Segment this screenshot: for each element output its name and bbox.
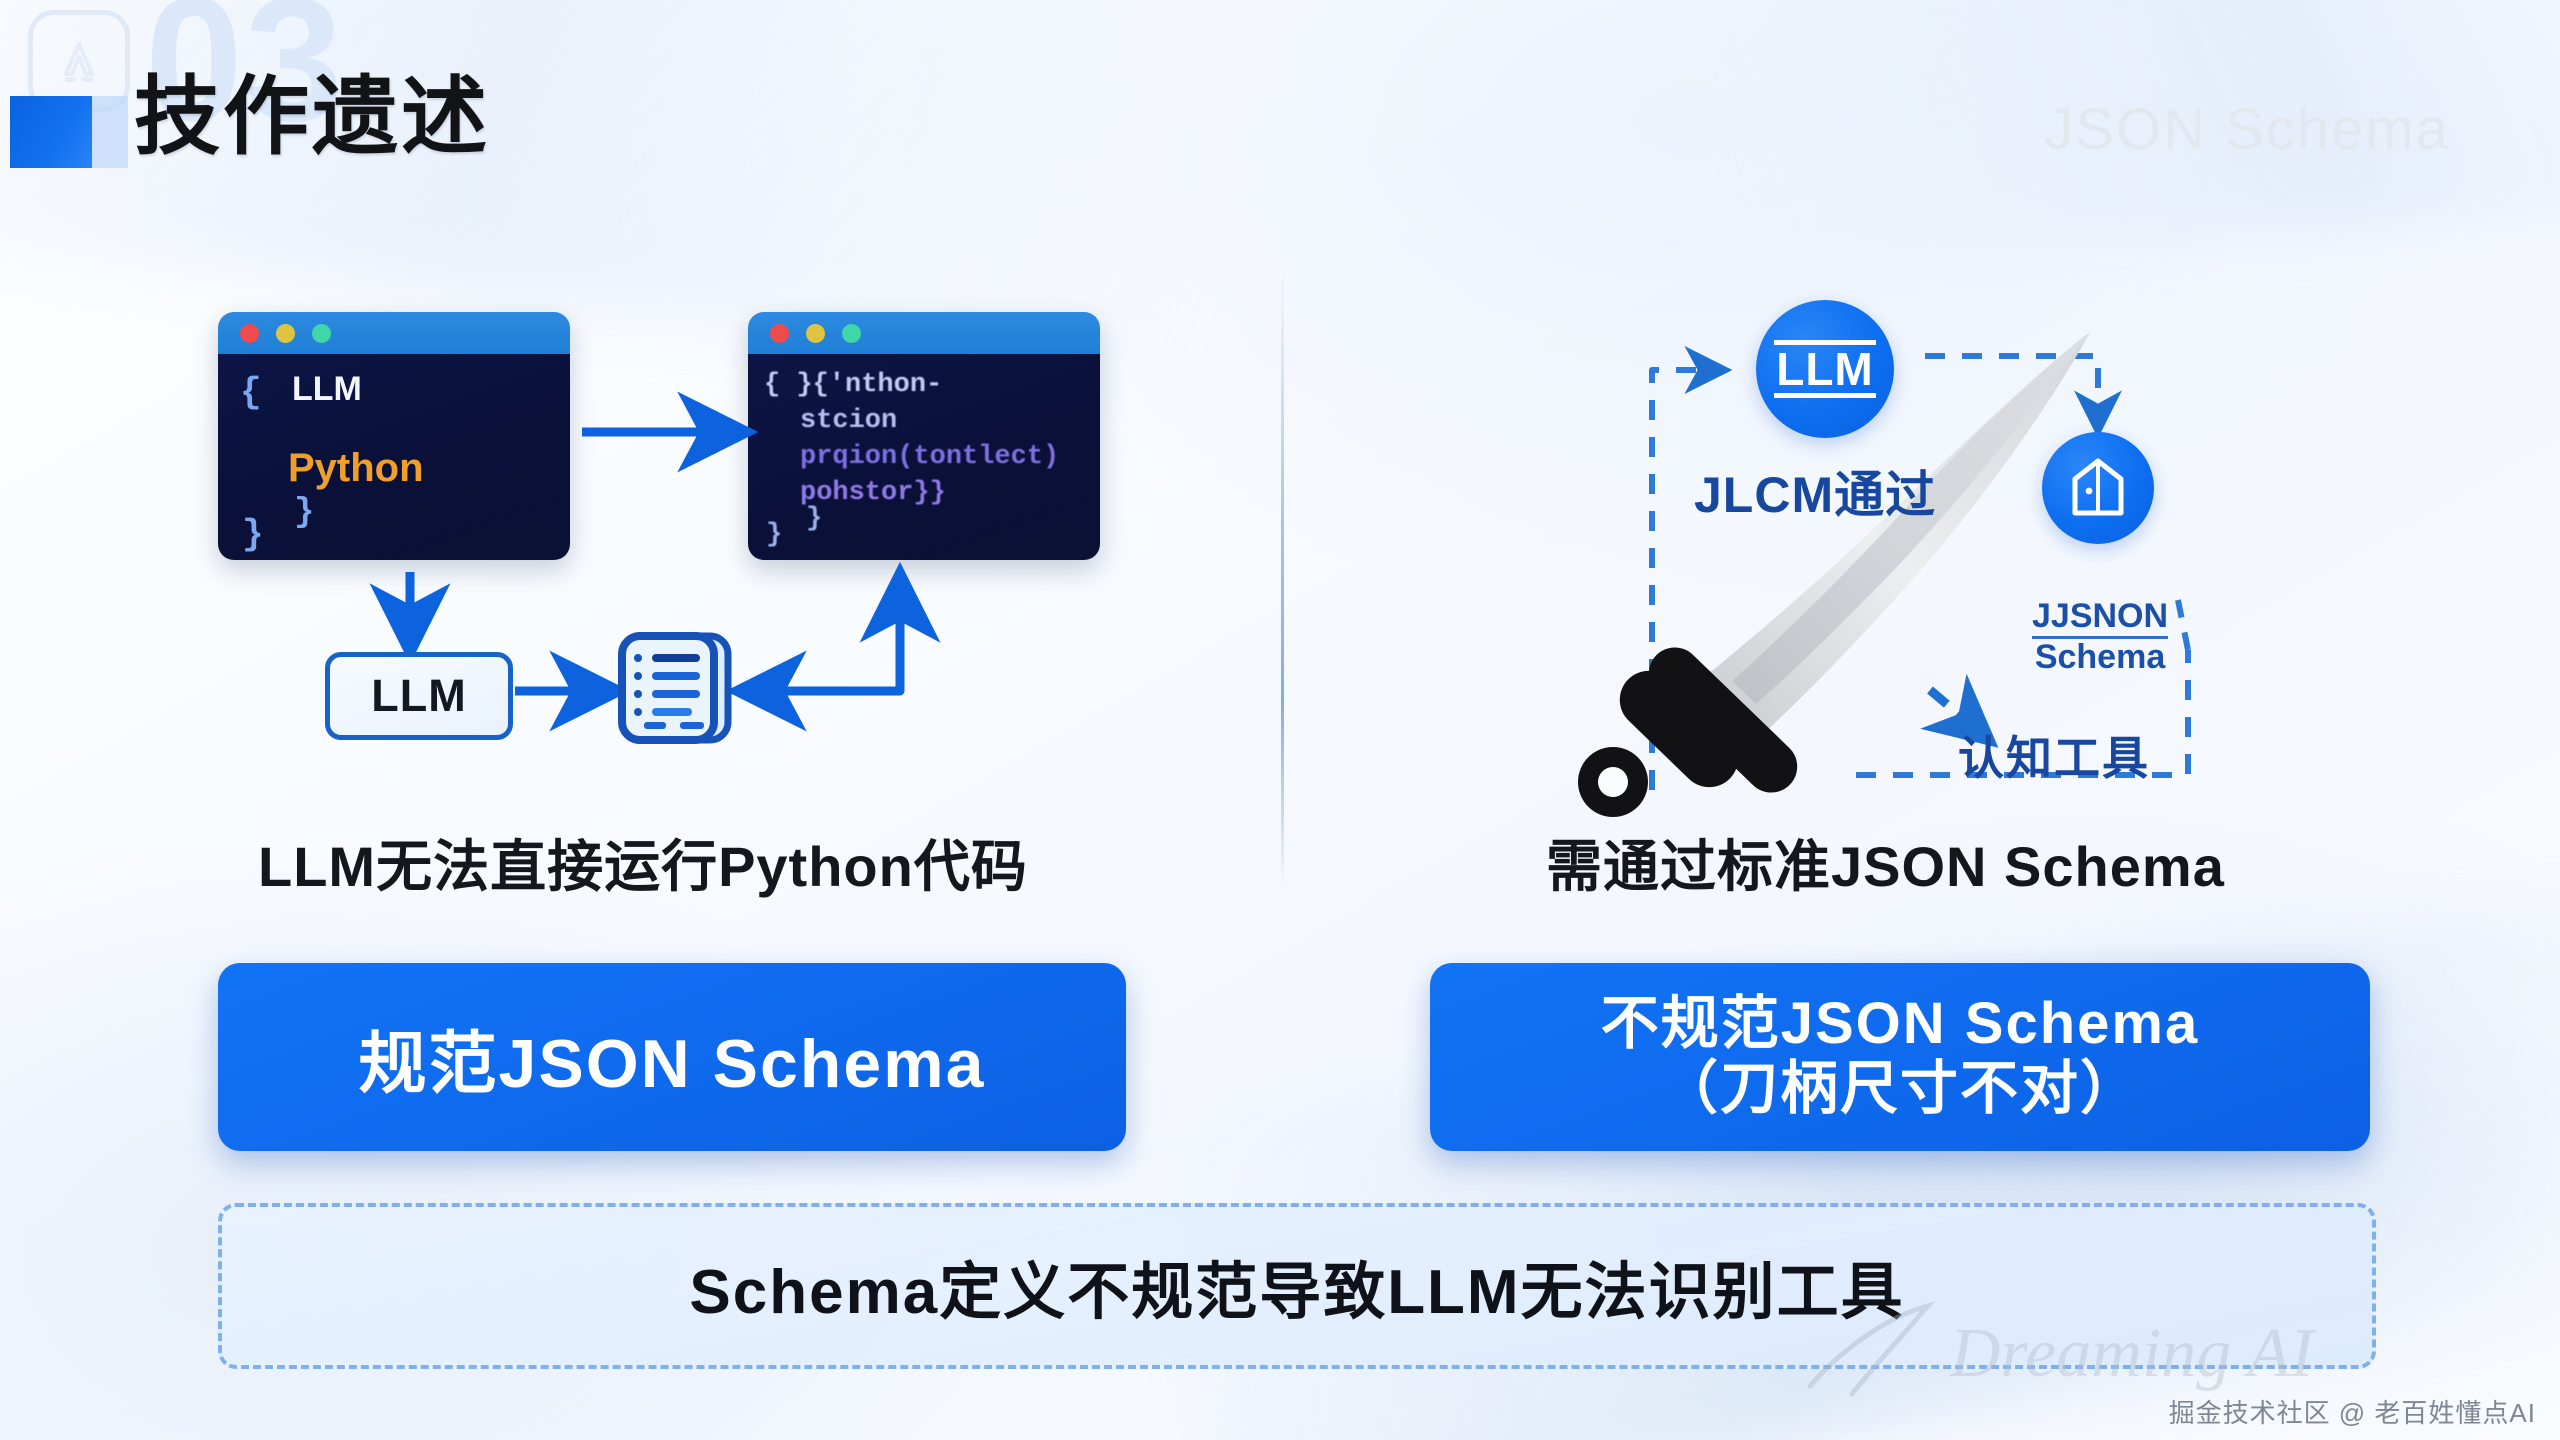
maximize-dot-icon bbox=[842, 323, 861, 343]
code-window-titlebar bbox=[218, 312, 570, 354]
right-cta-label-line1: 不规范JSON Schema bbox=[1600, 991, 2200, 1057]
code-line-4: pohstor}} bbox=[800, 478, 946, 508]
summary-banner: Schema定义不规范导致LLM无法识别工具 bbox=[218, 1203, 2376, 1369]
close-dot-icon bbox=[240, 323, 259, 343]
close-dot-icon bbox=[770, 323, 789, 343]
llm-flow-label: JLCM通过 bbox=[1694, 467, 1937, 523]
code-window-body: { }{'nthon- stcion prqion(tontlect) pohs… bbox=[748, 354, 1100, 560]
title-accent-bar bbox=[10, 96, 92, 168]
schema-label-line1: JJSNON bbox=[2032, 598, 2169, 640]
code-line-2: stcion bbox=[800, 406, 898, 436]
code-line-5: } bbox=[806, 504, 823, 534]
svg-text:Dreaming AI: Dreaming AI bbox=[1949, 1315, 2317, 1392]
llm-circle-node: LLM bbox=[1756, 300, 1894, 438]
section-number-watermark: 03 bbox=[145, 0, 345, 158]
code-line-3: prqion(tontlect) bbox=[800, 442, 1060, 472]
left-caption: LLM无法直接运行Python代码 bbox=[258, 835, 1028, 898]
shield-door-icon bbox=[2042, 432, 2154, 544]
code-token-inner-close-brace: } bbox=[294, 494, 315, 532]
summary-banner-text: Schema定义不规范导致LLM无法识别工具 bbox=[689, 1258, 1905, 1327]
left-cta-card[interactable]: 规范JSON Schema bbox=[218, 963, 1126, 1151]
code-line-6: } bbox=[766, 520, 783, 550]
code-token-open-brace: { bbox=[240, 372, 262, 413]
page-title: 技作遗述 bbox=[134, 69, 490, 165]
llm-circle-label: LLM bbox=[1774, 339, 1876, 399]
title-accent-bar-ghost bbox=[92, 96, 128, 168]
schema-label: JJSNON Schema bbox=[2032, 598, 2169, 677]
left-cta-label: 规范JSON Schema bbox=[358, 1025, 986, 1102]
code-token-close-brace: } bbox=[242, 514, 264, 555]
code-window-titlebar bbox=[748, 312, 1100, 354]
maximize-dot-icon bbox=[312, 323, 331, 343]
cognitive-tool-label: 认知工具 bbox=[1958, 732, 2150, 784]
credit-watermark: 掘金技术社区 @ 老百姓懂点AI bbox=[2168, 1398, 2536, 1428]
code-window-primary: { LLM Python } } bbox=[218, 312, 570, 560]
minimize-dot-icon bbox=[806, 323, 825, 343]
right-caption: 需通过标准JSON Schema bbox=[1546, 835, 2225, 898]
right-cta-label-line2: （刀柄尺寸不对） bbox=[1659, 1056, 2140, 1121]
code-window-secondary: { }{'nthon- stcion prqion(tontlect) pohs… bbox=[748, 312, 1100, 560]
minimize-dot-icon bbox=[276, 323, 295, 343]
code-line-1: { }{'nthon- bbox=[764, 370, 943, 400]
right-cta-card[interactable]: 不规范JSON Schema （刀柄尺寸不对） bbox=[1430, 963, 2370, 1151]
code-window-body: { LLM Python } } bbox=[218, 354, 570, 560]
code-token-python: Python bbox=[288, 446, 424, 490]
corner-topic-label: JSON Schema bbox=[2044, 97, 2450, 162]
llm-node: LLM bbox=[325, 652, 513, 740]
code-token-llm: LLM bbox=[292, 370, 362, 408]
document-list-icon bbox=[614, 628, 738, 752]
panel-divider bbox=[1281, 268, 1284, 888]
brand-watermark: Dreaming AI bbox=[1800, 1290, 2360, 1420]
schema-label-line2: Schema bbox=[2034, 638, 2166, 677]
